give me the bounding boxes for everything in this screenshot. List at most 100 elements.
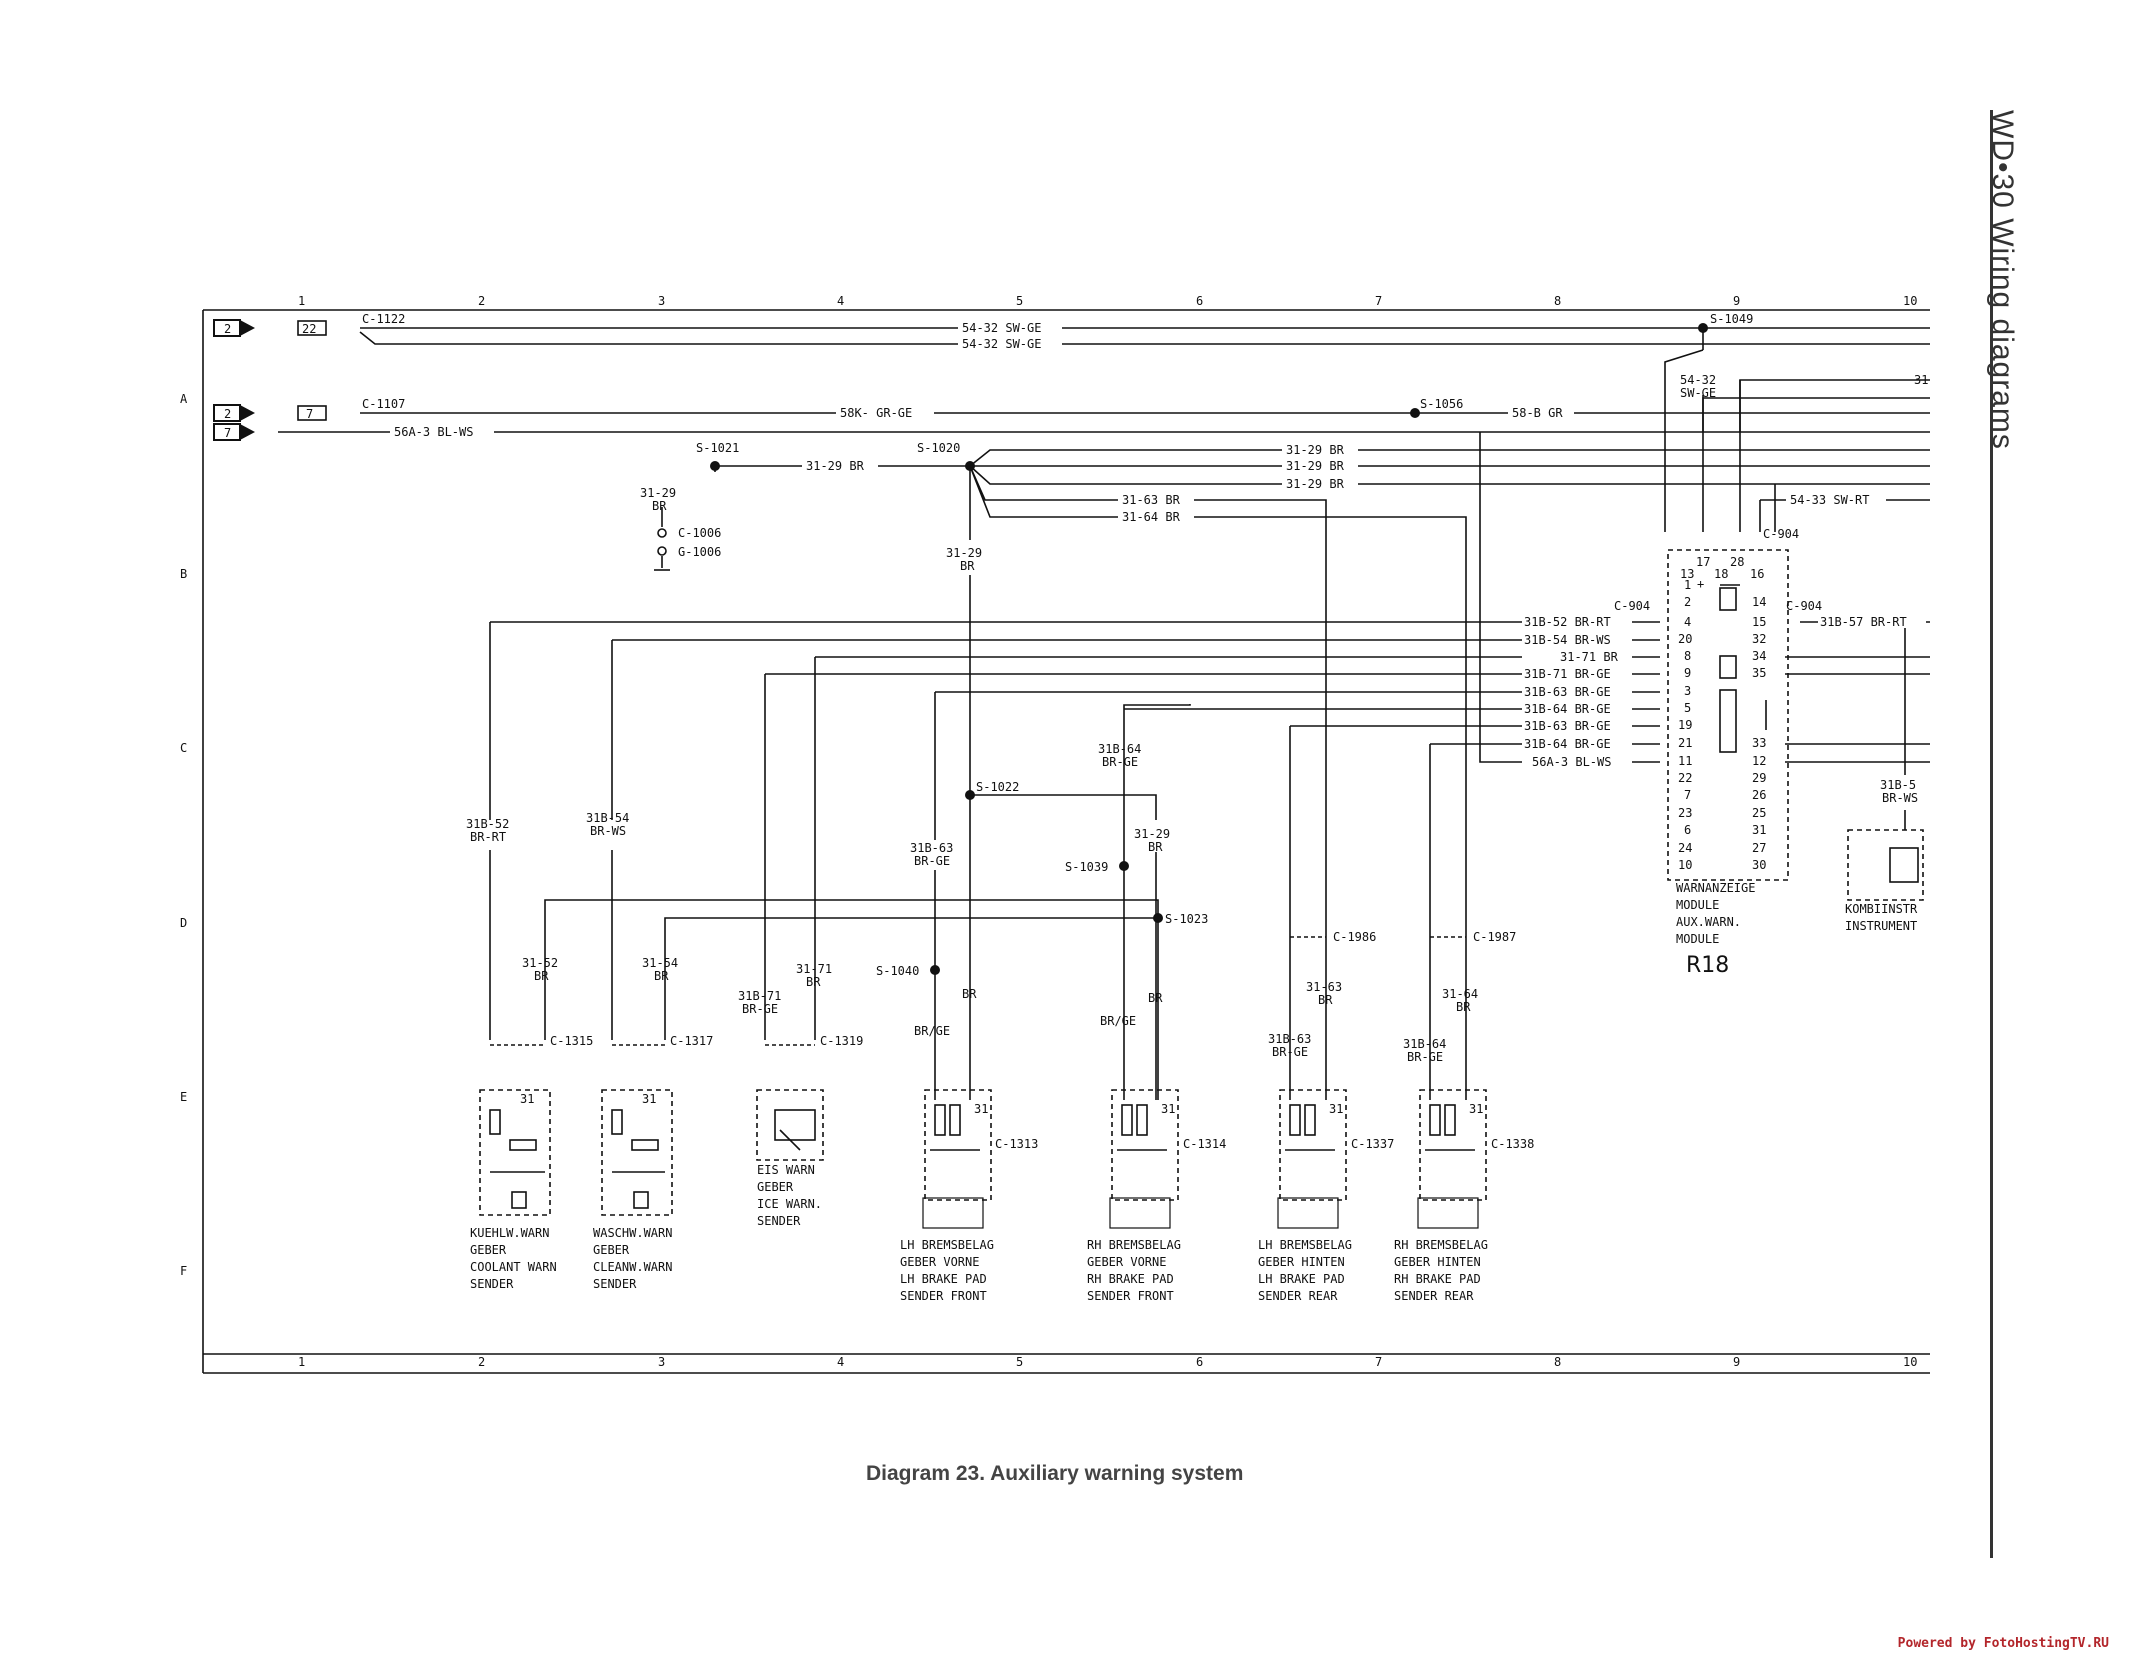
wire-label-r2: 31B-54 BR-WS bbox=[1524, 633, 1611, 647]
wire-label-w3: 58K- GR-GE bbox=[840, 406, 912, 420]
grid-row-e: E bbox=[180, 1090, 187, 1104]
coolant-label-4: SENDER bbox=[470, 1277, 514, 1291]
module-driver-3 bbox=[1719, 689, 1737, 753]
wire-31-63 bbox=[969, 465, 1327, 940]
wire-label-r8: 31B-64 BR-GE bbox=[1524, 737, 1611, 751]
wire-label-b7b: BR-GE bbox=[914, 854, 950, 868]
splice-label-s1049: S-1049 bbox=[1710, 312, 1753, 326]
diagram-caption: Diagram 23. Auxiliary warning system bbox=[866, 1462, 1244, 1485]
wire-mod-13 bbox=[1664, 349, 1704, 532]
wire-label-b3a: 31-52 bbox=[522, 956, 558, 970]
ref-arrow-a-label: 2 bbox=[224, 322, 231, 336]
splice-label-s1040: S-1040 bbox=[876, 964, 919, 978]
coolant-sender-box bbox=[479, 1089, 551, 1216]
module-left-pin-20: 20 bbox=[1678, 632, 1692, 646]
connector-c1107: C-1107 bbox=[362, 397, 405, 411]
wire-label-w6: 31-29 BR bbox=[806, 459, 865, 473]
wire-label-b4b: BR bbox=[654, 969, 669, 983]
module-left-pin-5: 5 bbox=[1684, 701, 1691, 715]
wire-label-v-swge: SW-GE bbox=[1680, 386, 1716, 400]
wire-label-v-brb: BR bbox=[960, 559, 975, 573]
wire-label-w8: 31-29 BR bbox=[1286, 459, 1345, 473]
coolant-resistor bbox=[509, 1139, 537, 1151]
lhf-label-4: SENDER FRONT bbox=[900, 1289, 987, 1303]
coolant-sensor bbox=[511, 1191, 527, 1209]
connector-c1337: C-1337 bbox=[1351, 1137, 1394, 1151]
wire-label-w5: 56A-3 BL-WS bbox=[394, 425, 473, 439]
module-right-pin-29: 29 bbox=[1752, 771, 1766, 785]
wire-label-b18a: 31B-5 bbox=[1880, 778, 1916, 792]
coolant-pin-31: 31 bbox=[520, 1092, 534, 1106]
rhf-hatch bbox=[1109, 1197, 1171, 1229]
module-pin-18: 18 bbox=[1714, 567, 1728, 581]
splice-label-s1020: S-1020 bbox=[917, 441, 960, 455]
wire-label-r6: 31B-64 BR-GE bbox=[1524, 702, 1611, 716]
wire-label-v-3129a: 31-29 bbox=[640, 486, 676, 500]
module-pin-17: 17 bbox=[1696, 555, 1710, 569]
fuse-22-label: 22 bbox=[302, 322, 316, 336]
module-left-pin-23: 23 bbox=[1678, 806, 1692, 820]
grid-col-2-bottom: 2 bbox=[478, 1355, 485, 1369]
grid-col-7-top: 7 bbox=[1375, 294, 1382, 308]
module-left-pin-21: 21 bbox=[1678, 736, 1692, 750]
lhf-label-2: GEBER VORNE bbox=[900, 1255, 979, 1269]
lhf-pad bbox=[930, 1104, 980, 1151]
wire-label-r7: 31B-63 BR-GE bbox=[1524, 719, 1611, 733]
wire-label-b17a: 31B-64 bbox=[1403, 1037, 1446, 1051]
wire-31-64 bbox=[969, 465, 1467, 940]
lhr-hatch bbox=[1277, 1197, 1339, 1229]
splice-s1021 bbox=[710, 461, 720, 471]
rhr-label-1: RH BREMSBELAG bbox=[1394, 1238, 1488, 1252]
lhf-sender-box bbox=[924, 1089, 992, 1201]
splice-label-s1056: S-1056 bbox=[1420, 397, 1463, 411]
module-id: R18 bbox=[1686, 953, 1729, 978]
grid-col-2-top: 2 bbox=[478, 294, 485, 308]
grid-col-8-top: 8 bbox=[1554, 294, 1561, 308]
rhf-label-3: RH BRAKE PAD bbox=[1087, 1272, 1174, 1286]
lhf-label-3: LH BRAKE PAD bbox=[900, 1272, 987, 1286]
washer-label-3: CLEANW.WARN bbox=[593, 1260, 672, 1274]
grid-row-f: F bbox=[180, 1264, 187, 1278]
module-left-pin-6: 6 bbox=[1684, 823, 1691, 837]
wire-54-32-b bbox=[359, 331, 1930, 345]
grid-col-4-top: 4 bbox=[837, 294, 844, 308]
rh-rear-pad-label: RH BREMSBELAG GEBER HINTEN RH BRAKE PAD … bbox=[1394, 1238, 1488, 1303]
rh-front-pad-label: RH BREMSBELAG GEBER VORNE RH BRAKE PAD S… bbox=[1087, 1238, 1181, 1303]
module-pin-13: 13 bbox=[1680, 567, 1694, 581]
module-right-pin-12: 12 bbox=[1752, 754, 1766, 768]
rhr-hatch bbox=[1417, 1197, 1479, 1229]
grid-row-b: B bbox=[180, 567, 187, 581]
module-right-pin-32: 32 bbox=[1752, 632, 1766, 646]
washer-label-2: GEBER bbox=[593, 1243, 630, 1257]
grid-col-8-bottom: 8 bbox=[1554, 1355, 1561, 1369]
grid-col-5-bottom: 5 bbox=[1016, 1355, 1023, 1369]
wire-label-w10: 31-63 BR bbox=[1122, 493, 1181, 507]
module-right-pin-30: 30 bbox=[1752, 858, 1766, 872]
wire-label-b12: BR/GE bbox=[1100, 1014, 1136, 1028]
wire-label-b5b: BR-GE bbox=[742, 1002, 778, 1016]
wire-s1022 bbox=[970, 794, 1157, 820]
wire-31b64-top bbox=[1123, 704, 1191, 720]
wire-label-b16b: BR bbox=[1456, 1000, 1471, 1014]
wire-label-b5a: 31B-71 bbox=[738, 989, 781, 1003]
rhr-label-4: SENDER REAR bbox=[1394, 1289, 1474, 1303]
ice-sender-label: EIS WARN GEBER ICE WARN. SENDER bbox=[757, 1163, 822, 1228]
grid-col-10-top: 10 bbox=[1903, 294, 1917, 308]
splice-label-s1039: S-1039 bbox=[1065, 860, 1108, 874]
grid-col-10-bottom: 10 bbox=[1903, 1355, 1917, 1369]
washer-label-4: SENDER bbox=[593, 1277, 637, 1291]
page-side-title: WD•30 Wiring diagrams bbox=[1986, 110, 2019, 450]
coolant-label-3: COOLANT WARN bbox=[470, 1260, 557, 1274]
wire-label-b6a: 31-71 bbox=[796, 962, 832, 976]
wire-label-b16a: 31-64 bbox=[1442, 987, 1478, 1001]
grid-col-5-top: 5 bbox=[1016, 294, 1023, 308]
lhr-pin-31: 31 bbox=[1329, 1102, 1343, 1116]
module-pin-28: 28 bbox=[1730, 555, 1744, 569]
rhf-label-2: GEBER VORNE bbox=[1087, 1255, 1166, 1269]
wire-label-b18b: BR-WS bbox=[1882, 791, 1918, 805]
lhf-pin-31: 31 bbox=[974, 1102, 988, 1116]
wire-31-top2 bbox=[1739, 379, 1930, 432]
